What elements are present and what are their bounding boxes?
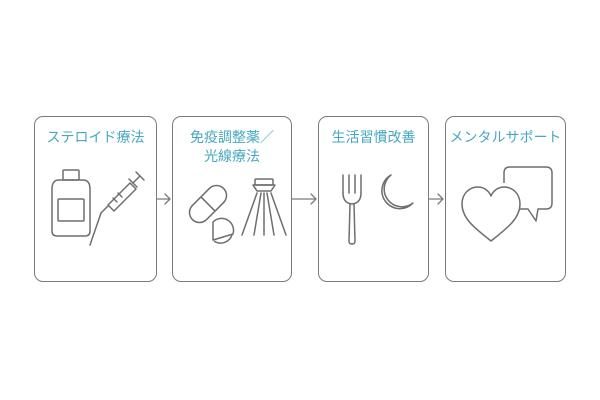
heart-icon [461, 186, 521, 242]
crescent-moon-icon [381, 174, 414, 210]
medicine-bottle-icon [51, 169, 91, 237]
step-card-mental-support: メンタルサポート [445, 116, 566, 282]
step-card-lifestyle: 生活習慣改善 [318, 116, 429, 282]
speech-bubble-icon [503, 166, 553, 222]
flow-arrow [292, 193, 317, 205]
step-icons [51, 169, 145, 246]
step-card-steroid: ステロイド療法 [34, 116, 157, 282]
step-title: メンタルサポート [446, 129, 565, 148]
step-title: ステロイド療法 [35, 129, 156, 148]
step-icons [188, 178, 287, 244]
step-title: 免疫調整薬／ 光線療法 [173, 129, 291, 167]
fork-icon [342, 174, 362, 245]
pill-capsule-icon [188, 184, 235, 244]
step-title-line: 光線療法 [204, 149, 260, 165]
step-title-line: 免疫調整薬／ [190, 130, 274, 146]
flow-arrow [429, 193, 444, 205]
syringe-icon [89, 171, 145, 246]
flow-arrow [157, 193, 171, 205]
step-title: 生活習慣改善 [319, 129, 428, 148]
step-title-line: メンタルサポート [449, 130, 562, 146]
step-icons [461, 166, 553, 242]
step-card-immunomodulator: 免疫調整薬／ 光線療法 [172, 116, 292, 282]
light-lamp-icon [241, 178, 287, 236]
step-icons [342, 174, 414, 245]
step-title-line: ステロイド療法 [46, 130, 145, 146]
step-title-line: 生活習慣改善 [331, 130, 416, 146]
